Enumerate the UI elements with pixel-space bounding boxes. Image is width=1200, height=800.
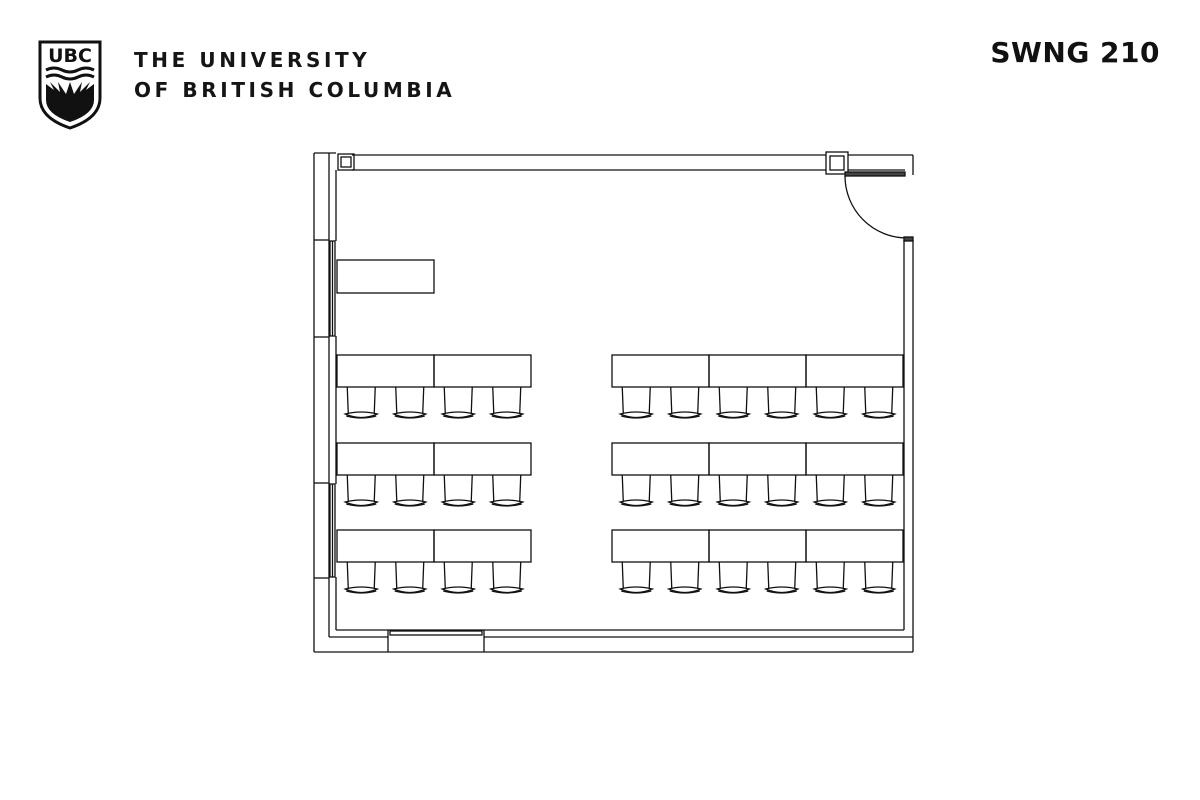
table-row (611, 354, 904, 419)
chair (860, 561, 897, 594)
chair (391, 474, 428, 507)
table (433, 442, 532, 476)
chair (618, 386, 655, 419)
chair (343, 474, 380, 507)
chair (618, 561, 655, 594)
instructor-desk (336, 259, 435, 294)
left-window-upper (329, 240, 336, 337)
chair (666, 386, 703, 419)
chair (860, 474, 897, 507)
table (611, 529, 710, 563)
chair (763, 561, 800, 594)
chair (488, 386, 525, 419)
table (433, 354, 532, 388)
chair (812, 474, 849, 507)
chair (440, 474, 477, 507)
table-row (336, 529, 532, 594)
bottom-wall (314, 629, 913, 653)
institution-line-1: THE UNIVERSITY (134, 48, 371, 72)
chair (715, 386, 752, 419)
chair (715, 474, 752, 507)
institution-line-2: OF BRITISH COLUMBIA (134, 78, 456, 102)
table (336, 442, 435, 476)
room-code-title: SWNG 210 (990, 36, 1160, 69)
ubc-monogram: UBC (48, 45, 92, 67)
chair (343, 561, 380, 594)
chair (812, 386, 849, 419)
bottom-window (389, 630, 483, 636)
table (805, 442, 904, 476)
table (611, 354, 710, 388)
table (433, 529, 532, 563)
table (805, 354, 904, 388)
chair (488, 474, 525, 507)
table (336, 529, 435, 563)
chair (618, 474, 655, 507)
chair (763, 386, 800, 419)
table (708, 442, 807, 476)
chair (391, 386, 428, 419)
chair (860, 386, 897, 419)
chair (715, 561, 752, 594)
door-swing (844, 175, 914, 242)
chair (763, 474, 800, 507)
chair (343, 386, 380, 419)
table (611, 442, 710, 476)
left-window-lower (329, 483, 336, 578)
chair (812, 561, 849, 594)
table-row (611, 529, 904, 594)
table (336, 354, 435, 388)
table-row (336, 354, 532, 419)
table (805, 529, 904, 563)
chair (666, 474, 703, 507)
left-wall (313, 152, 336, 652)
right-seating-block (611, 354, 904, 594)
table-row (611, 442, 904, 507)
table (708, 529, 807, 563)
ubc-crest-icon: UBC (38, 40, 102, 130)
table (708, 354, 807, 388)
institution-wordmark: THE UNIVERSITY OF BRITISH COLUMBIA (134, 45, 455, 105)
left-seating-block (336, 354, 532, 594)
chair (440, 561, 477, 594)
chair (488, 561, 525, 594)
chair (391, 561, 428, 594)
chair (666, 561, 703, 594)
chair (440, 386, 477, 419)
table-row (336, 442, 532, 507)
top-wall (337, 151, 914, 177)
right-wall (903, 240, 914, 652)
